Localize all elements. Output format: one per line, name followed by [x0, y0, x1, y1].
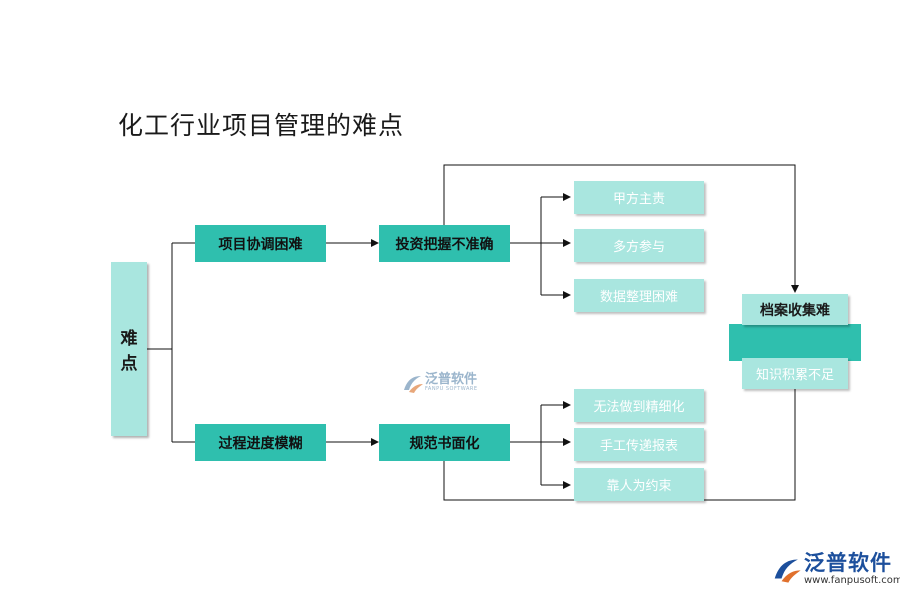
watermark-corner-url: www.fanpusoft.com	[804, 575, 900, 587]
node-process-progress: 过程进度模糊	[195, 424, 326, 461]
diagram-title: 化工行业项目管理的难点	[118, 111, 405, 140]
root-label-line1: 难	[120, 329, 138, 349]
leaf-owner-responsibility: 甲方主责	[574, 181, 704, 214]
leaf-manual-reports: 手工传递报表	[574, 428, 704, 461]
watermark-center: 泛普软件 FANPU SOFTWARE	[401, 372, 478, 394]
archive-band	[729, 324, 861, 361]
leaf-data-organizing: 数据整理困难	[574, 279, 704, 312]
archive-footer: 知识积累不足	[742, 358, 848, 389]
node-project-coordination: 项目协调困难	[195, 225, 326, 262]
node-standard-documentation: 规范书面化	[379, 424, 510, 461]
root-node: 难 点	[111, 262, 147, 436]
leaf-human-constraint: 靠人为约束	[574, 468, 704, 501]
archive-header: 档案收集难	[742, 294, 848, 325]
brand-logo-icon	[774, 559, 801, 583]
leaf-not-refined: 无法做到精细化	[574, 389, 704, 422]
watermark-corner: 泛普软件 www.fanpusoft.com	[770, 551, 900, 587]
root-label-line2: 点	[120, 354, 138, 374]
watermark-center-brand: 泛普软件	[425, 372, 478, 388]
watermark-center-sub: FANPU SOFTWARE	[425, 386, 478, 393]
watermark-corner-brand: 泛普软件	[804, 551, 892, 575]
brand-logo-icon	[404, 376, 423, 393]
node-investment-control: 投资把握不准确	[379, 225, 510, 262]
leaf-multi-party: 多方参与	[574, 229, 704, 262]
